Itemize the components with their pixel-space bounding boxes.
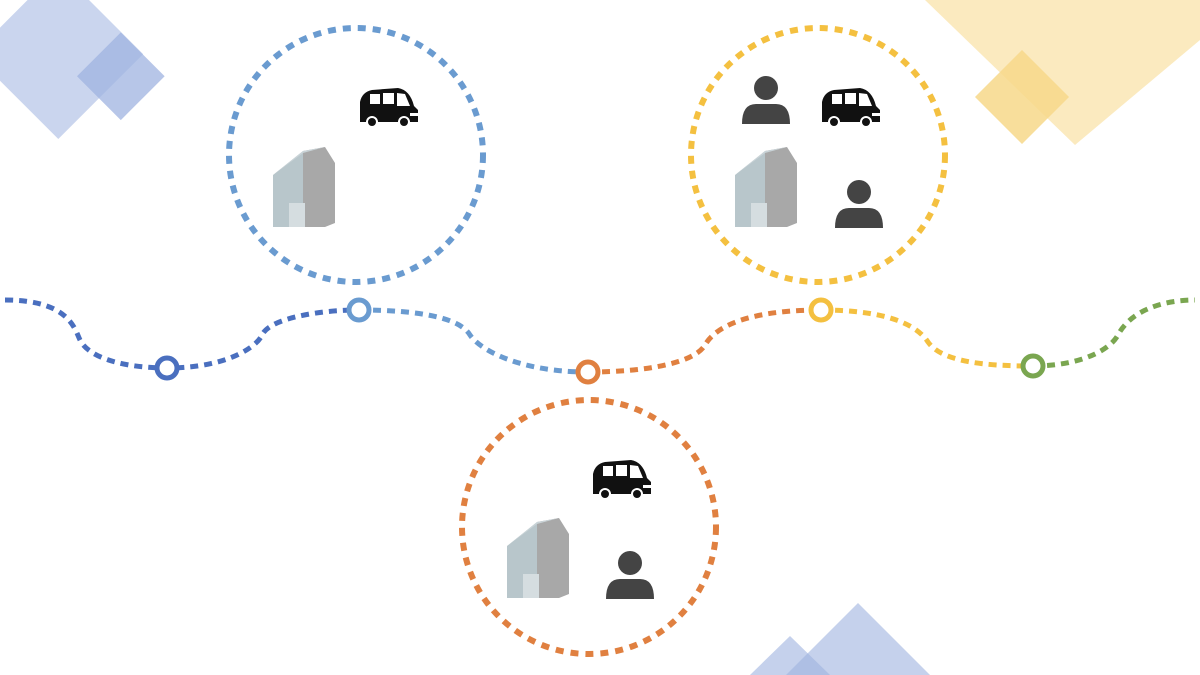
stops [154,297,1046,385]
person-icon [835,180,883,228]
van-icon [821,87,881,128]
route-segment-orange [587,307,822,375]
hub-yellow-ring [688,25,948,285]
decor-top-left [0,0,165,139]
house-icon [507,518,569,598]
stop-5 [1020,353,1046,379]
hub-orange-ring [459,397,719,657]
decor-bottom [750,603,930,675]
route-segment-light-blue [358,307,589,375]
route-segment-yellow [820,307,1034,369]
van-icon [359,87,419,128]
route-line [4,297,1196,375]
hub-yellow [688,25,948,285]
person-icon [742,76,790,124]
stop-3 [575,359,601,385]
stop-2 [346,297,372,323]
hub-blue [226,25,486,285]
van-icon [592,459,652,500]
stop-1 [154,355,180,381]
hub-blue-ring [226,25,486,285]
decor-top-right [925,0,1200,145]
house-icon [735,147,797,227]
house-icon [273,147,335,227]
stop-4 [808,297,834,323]
hub-orange [459,397,719,657]
route-segment-navy [4,297,360,371]
person-icon [606,551,654,599]
route-segment-green [1032,297,1196,369]
